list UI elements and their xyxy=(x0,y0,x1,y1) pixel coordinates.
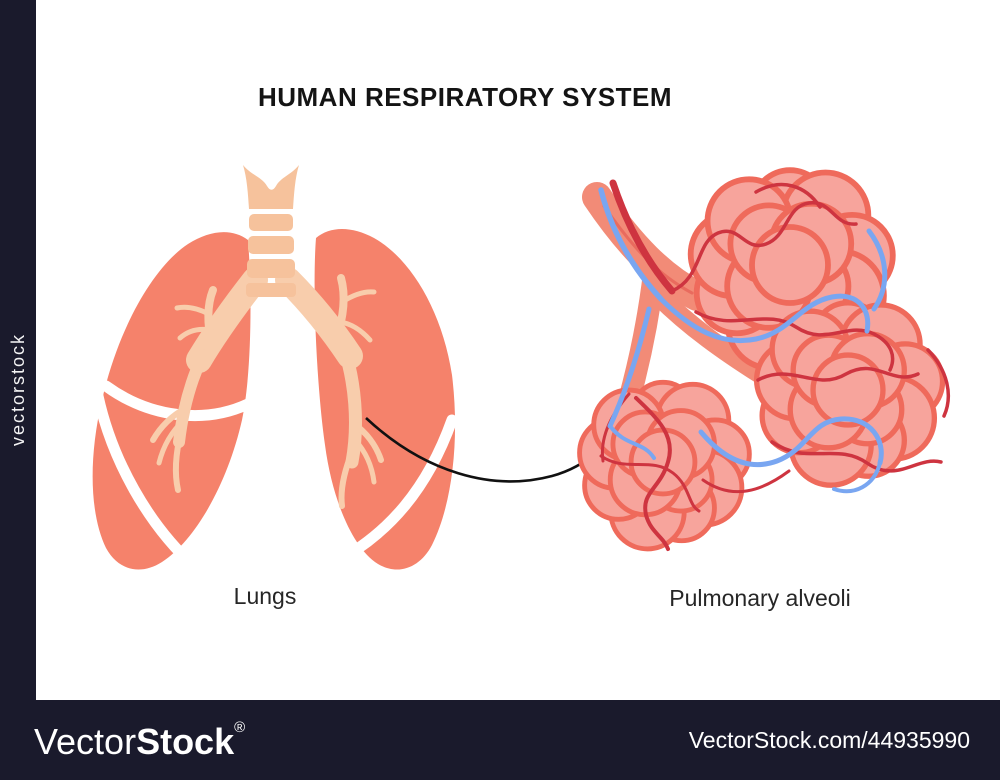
alveolus-sac xyxy=(749,224,831,306)
alveolar-sac-cluster-right xyxy=(753,300,946,488)
trachea xyxy=(243,165,299,297)
watermark-side-text: vectorstock xyxy=(7,333,28,447)
watermark-url: VectorStock.com/44935990 xyxy=(688,726,970,753)
watermark-bottom-bar: VectorStock® VectorStock.com/44935990 xyxy=(0,700,1000,780)
lungs-diagram xyxy=(92,165,458,574)
lungs-label: Lungs xyxy=(233,583,297,609)
brand-light-part: Vector xyxy=(34,721,137,762)
brand-bold-part: Stock xyxy=(136,721,235,762)
right-lung xyxy=(314,229,456,570)
alveolar-sac-cluster-bottom xyxy=(577,379,752,552)
vectorstock-logo: VectorStock® xyxy=(34,720,245,760)
watermark-side-bar: vectorstock xyxy=(0,0,36,780)
alveolus-sac xyxy=(810,352,886,428)
pulmonary-artery-trunk xyxy=(609,179,676,295)
capillary-veins xyxy=(607,228,888,494)
alveolus-sac xyxy=(628,427,698,497)
registered-mark: ® xyxy=(234,719,246,736)
alveoli-label: Pulmonary alveoli xyxy=(669,585,851,611)
left-lung xyxy=(92,232,251,570)
pulmonary-vein-trunk xyxy=(598,187,664,302)
page-title: HUMAN RESPIRATORY SYSTEM xyxy=(257,82,673,112)
alveoli-diagram xyxy=(577,167,951,552)
capillary-arteries xyxy=(599,182,951,551)
